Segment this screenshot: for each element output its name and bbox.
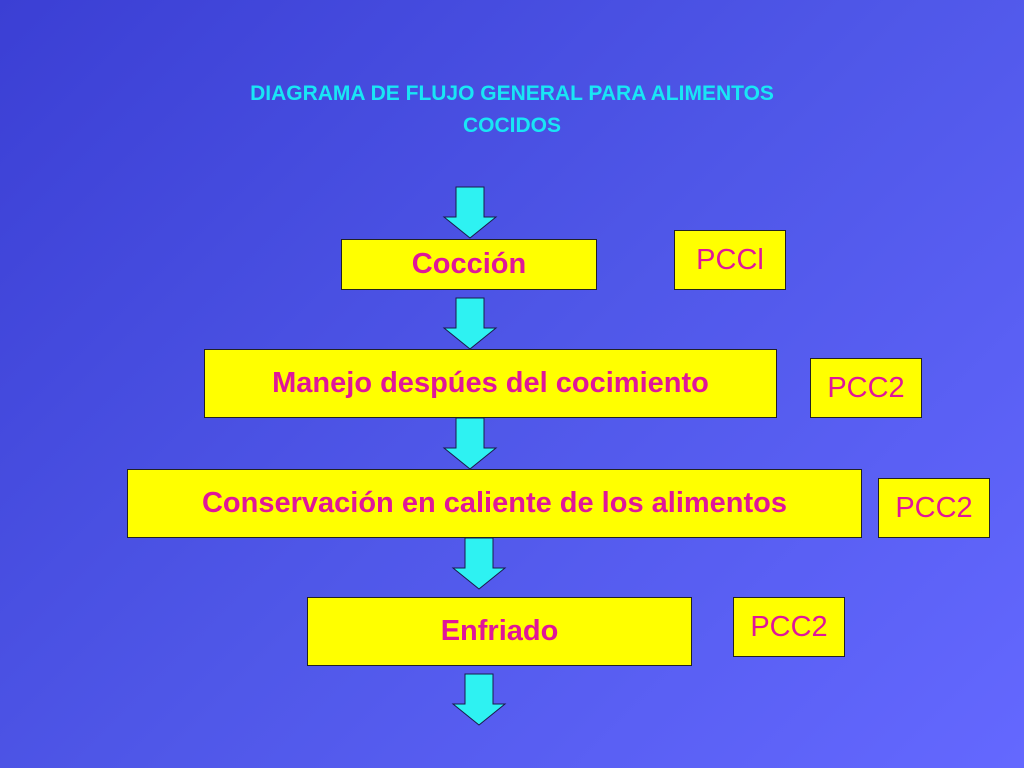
pcc-label-enfriado: PCC2 bbox=[733, 597, 845, 657]
arrow-down-icon bbox=[451, 537, 507, 590]
arrow-down-icon bbox=[442, 417, 498, 470]
step-enfriado: Enfriado bbox=[307, 597, 692, 666]
pcc-label-conservacion: PCC2 bbox=[878, 478, 990, 538]
step-coccion: Cocción bbox=[341, 239, 597, 290]
diagram-title: DIAGRAMA DE FLUJO GENERAL PARA ALIMENTOS… bbox=[0, 78, 1024, 142]
step-conservacion-caliente: Conservación en caliente de los alimento… bbox=[127, 469, 862, 538]
step-manejo-despues-cocimiento: Manejo despúes del cocimiento bbox=[204, 349, 777, 418]
arrow-down-icon bbox=[442, 297, 498, 350]
arrow-down-icon bbox=[451, 673, 507, 726]
pcc-label-coccion: PCCl bbox=[674, 230, 786, 290]
pcc-label-manejo: PCC2 bbox=[810, 358, 922, 418]
arrow-down-icon bbox=[442, 186, 498, 239]
title-line-1: DIAGRAMA DE FLUJO GENERAL PARA ALIMENTOS bbox=[250, 82, 774, 105]
title-line-2: COCIDOS bbox=[462, 114, 561, 137]
